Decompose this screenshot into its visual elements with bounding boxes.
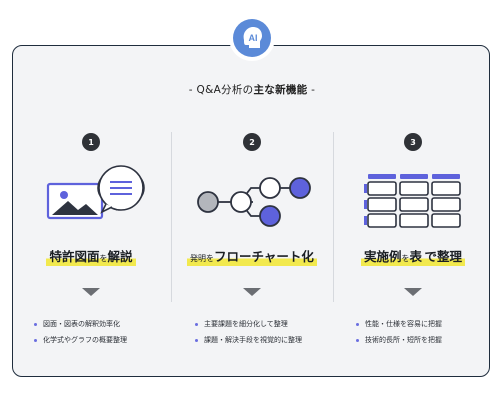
- table-icon: [364, 174, 461, 228]
- ai-badge: AI: [229, 15, 275, 61]
- list-item: 課題・解決手段を視覚的に整理: [195, 332, 331, 348]
- ai-brain-icon: AI: [233, 19, 271, 57]
- badge-label: AI: [249, 33, 258, 43]
- column-divider: [333, 132, 334, 302]
- feature-number: 1: [82, 133, 100, 151]
- feature-title: 特許図面を解説: [12, 246, 170, 266]
- column-divider: [171, 132, 172, 302]
- feature-bullets: 性能・仕様を容易に把握 技術的長所・短所を把握: [356, 316, 492, 348]
- feature-flowchart: 2 発明をフローチャート化 主要課題を細分化して整理 課題・解決手段を視覚的に整…: [173, 128, 331, 368]
- heading-suffix: -: [307, 84, 316, 96]
- feature-title: 発明をフローチャート化: [173, 246, 331, 266]
- section-heading: - Q&A分析の主な新機能 -: [0, 82, 504, 97]
- feature-bullets: 図面・図表の解釈効率化 化学式やグラフの概要整理: [34, 316, 170, 348]
- down-arrow-icon: [404, 288, 422, 296]
- flowchart-icon: [197, 177, 311, 227]
- feature-title: 実施例を表 で整理: [334, 246, 492, 266]
- list-item: 化学式やグラフの概要整理: [34, 332, 170, 348]
- feature-number: 3: [404, 133, 422, 151]
- feature-bullets: 主要課題を細分化して整理 課題・解決手段を視覚的に整理: [195, 316, 331, 348]
- heading-emphasis: 主な新機能: [253, 84, 308, 96]
- list-item: 主要課題を細分化して整理: [195, 316, 331, 332]
- list-item: 性能・仕様を容易に把握: [356, 316, 492, 332]
- drawing-speech-icon: [46, 165, 145, 220]
- down-arrow-icon: [243, 288, 261, 296]
- feature-table: 3 実施例を表 で整理 性能・仕様を容易に把握 技術的長所・短所を把握: [334, 128, 492, 368]
- feature-number: 2: [243, 133, 261, 151]
- list-item: 技術的長所・短所を把握: [356, 332, 492, 348]
- down-arrow-icon: [82, 288, 100, 296]
- list-item: 図面・図表の解釈効率化: [34, 316, 170, 332]
- feature-drawing-explain: 1 特許図面を解説 図面・図表の解釈効率化 化学式やグラフの概要整理: [12, 128, 170, 368]
- heading-prefix: - Q&A分析の: [188, 84, 254, 96]
